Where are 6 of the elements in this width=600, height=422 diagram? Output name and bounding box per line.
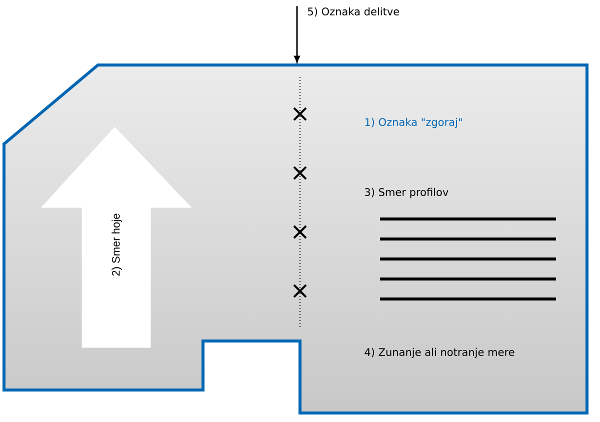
callout-text: 5) Oznaka delitve (308, 7, 400, 17)
label: 4) Zunanje ali notranje mere (364, 348, 514, 358)
label: 3) Smer profilov (365, 188, 448, 198)
floor-plan (2, 63, 588, 414)
arrow (294, 6, 300, 63)
label: 1) Oznaka "zgoraj" (365, 118, 462, 128)
